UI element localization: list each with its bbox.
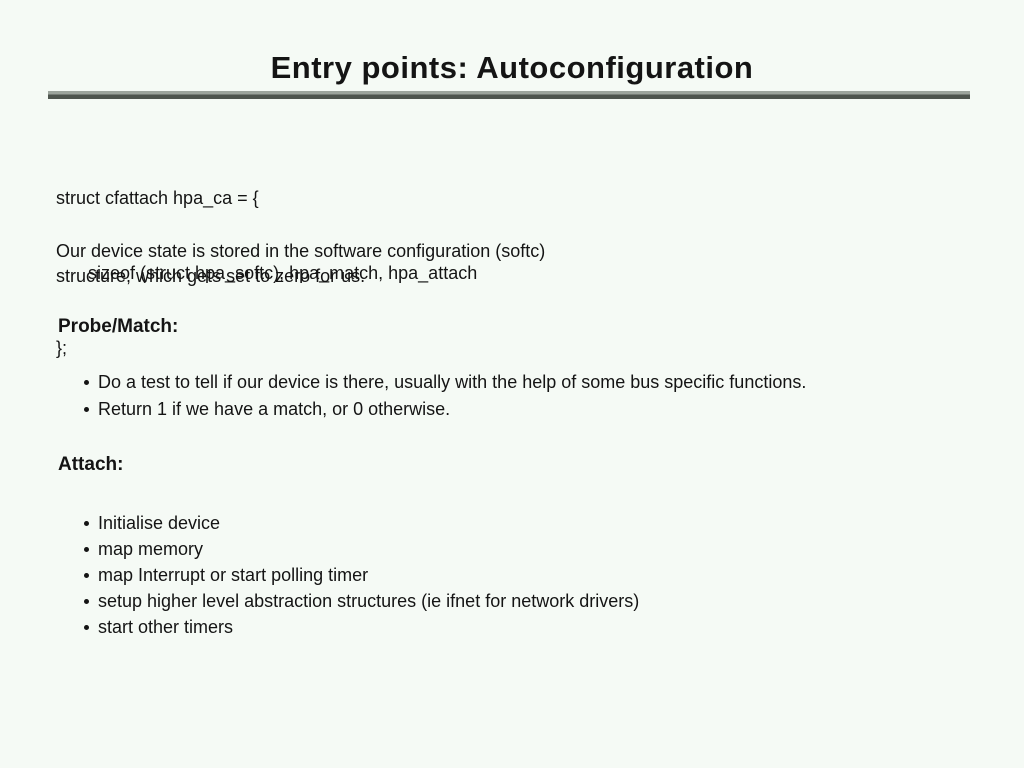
bullet-text: start other timers <box>98 617 234 637</box>
bullet-dot-icon <box>84 573 89 578</box>
bullet-text: Initialise device <box>98 513 221 533</box>
list-item: setup higher level abstraction structure… <box>84 588 639 614</box>
list-item: Return 1 if we have a match, or 0 otherw… <box>84 396 806 423</box>
bullet-dot-icon <box>84 547 89 552</box>
bullet-text: Return 1 if we have a match, or 0 otherw… <box>98 399 451 419</box>
bullet-text: setup higher level abstraction structure… <box>98 591 640 611</box>
bullet-text: map memory <box>98 539 204 559</box>
bullet-text: map Interrupt or start polling timer <box>98 565 369 585</box>
attach-bullet-list: Initialise device map memory map Interru… <box>84 510 639 640</box>
title-divider <box>48 91 970 99</box>
code-line: }; <box>56 338 68 358</box>
bullet-dot-icon <box>84 521 89 526</box>
probe-match-bullet-list: Do a test to tell if our device is there… <box>84 369 806 423</box>
list-item: map memory <box>84 536 639 562</box>
list-item: Do a test to tell if our device is there… <box>84 369 806 396</box>
bullet-dot-icon <box>84 599 89 604</box>
bullet-text: Do a test to tell if our device is there… <box>98 372 807 392</box>
code-line: sizeof (struct hpa_softc), hpa_match, hp… <box>88 263 478 283</box>
bullet-dot-icon <box>84 380 89 385</box>
slide-title: Entry points: Autoconfiguration <box>270 50 754 85</box>
intro-paragraph: Our device state is stored in the softwa… <box>56 239 545 289</box>
intro-line: structure, which gets set to zero for us… <box>56 266 366 286</box>
section-heading-probe-match: Probe/Match: <box>58 316 179 337</box>
list-item: Initialise device <box>84 510 639 536</box>
code-line: struct cfattach hpa_ca = { <box>56 188 259 208</box>
code-block: struct cfattach hpa_ca = { sizeof (struc… <box>56 136 477 411</box>
list-item: map Interrupt or start polling timer <box>84 562 639 588</box>
bullet-dot-icon <box>84 625 89 630</box>
intro-line: Our device state is stored in the softwa… <box>56 241 546 261</box>
bullet-dot-icon <box>84 407 89 412</box>
list-item: start other timers <box>84 614 639 640</box>
section-heading-attach: Attach: <box>58 454 124 475</box>
